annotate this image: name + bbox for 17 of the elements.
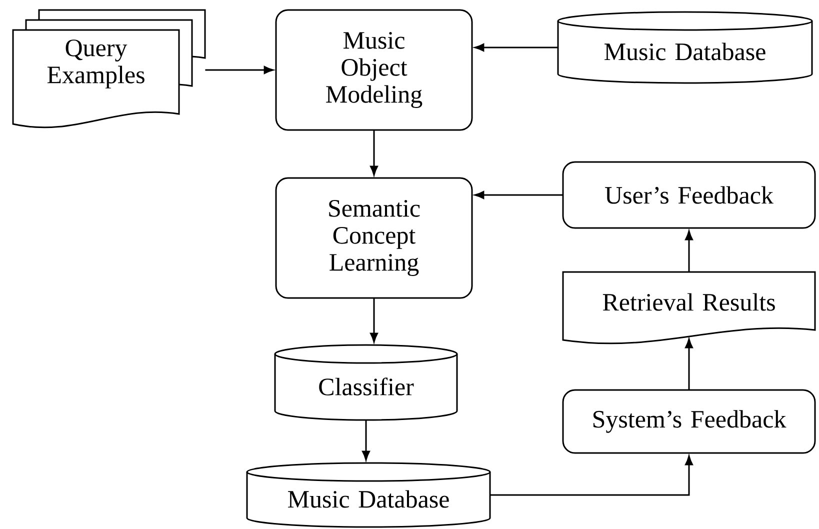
database-cylinder: Music Database	[557, 11, 813, 84]
arrow	[370, 130, 378, 176]
process-box: Music Object Modeling	[275, 9, 473, 131]
database-cylinder: Music Database	[246, 462, 491, 528]
arrow	[474, 191, 563, 199]
document-stack: Query Examples	[12, 9, 206, 128]
arrow	[362, 420, 370, 460]
arrow	[490, 456, 693, 496]
arrow	[205, 66, 274, 74]
process-box: User’s Feedback	[562, 161, 816, 229]
arrow	[685, 230, 693, 272]
process-box: System’s Feedback	[562, 389, 816, 454]
arrow	[685, 338, 693, 390]
process-box: Semantic Concept Learning	[275, 177, 473, 299]
arrow	[474, 44, 558, 52]
arrow	[370, 298, 378, 342]
database-cylinder: Classifier	[274, 344, 458, 421]
